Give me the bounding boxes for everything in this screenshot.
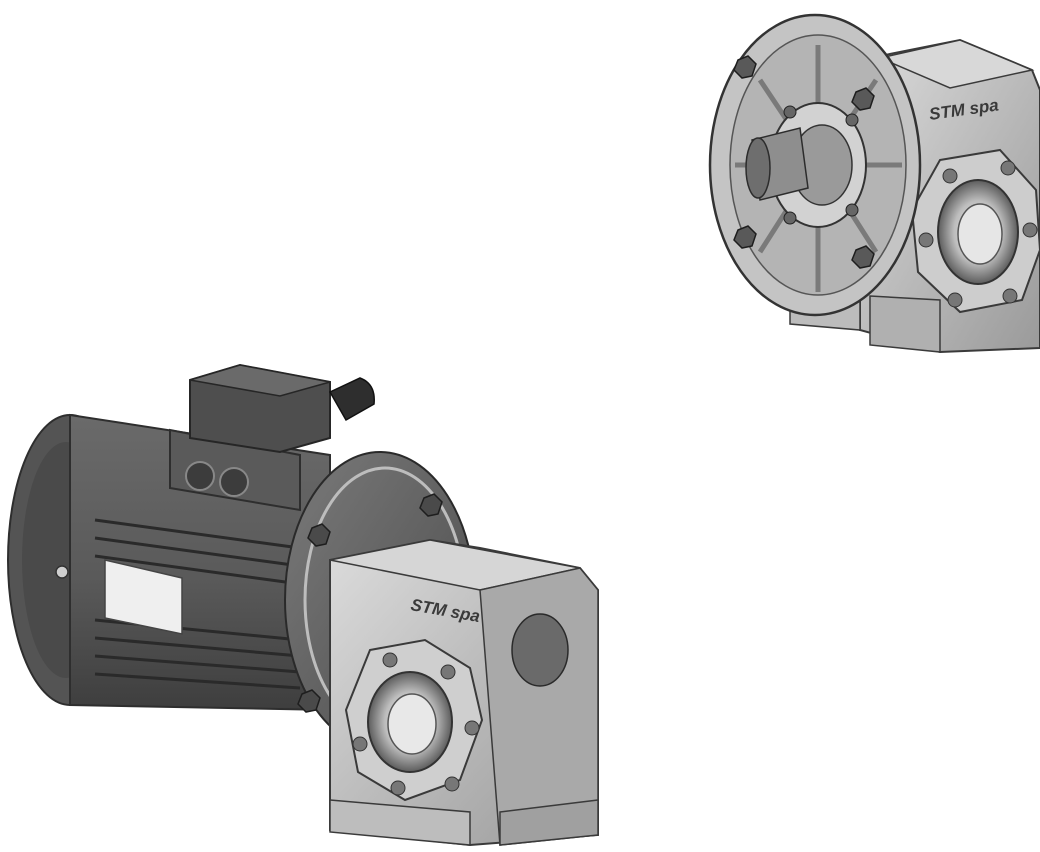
hub-bolts [783,105,859,225]
fan-cover-screw [55,565,69,579]
gearbox-foot [329,799,471,846]
cable-gland [328,377,375,422]
cable-gland-hole [185,461,215,491]
gearbox-top-face [877,39,1035,89]
gearbox-foot [869,295,941,353]
motor-nameplate [104,559,183,635]
motor-cooling-fins [94,518,301,690]
worm-gearbox-with-flange: STM spa [708,13,1040,354]
cable-gland-hole [219,467,249,497]
gearbox-foot [499,799,599,846]
output-flange-holes [918,160,1038,308]
gearbox-side-cover [511,613,569,687]
flange-bolts [733,55,875,269]
output-flange-holes [352,652,480,796]
gear-motor: STM spa [7,363,599,847]
gearbox-side-face [479,567,599,846]
flange-bolts [297,493,443,713]
input-shaft-end [745,137,771,199]
